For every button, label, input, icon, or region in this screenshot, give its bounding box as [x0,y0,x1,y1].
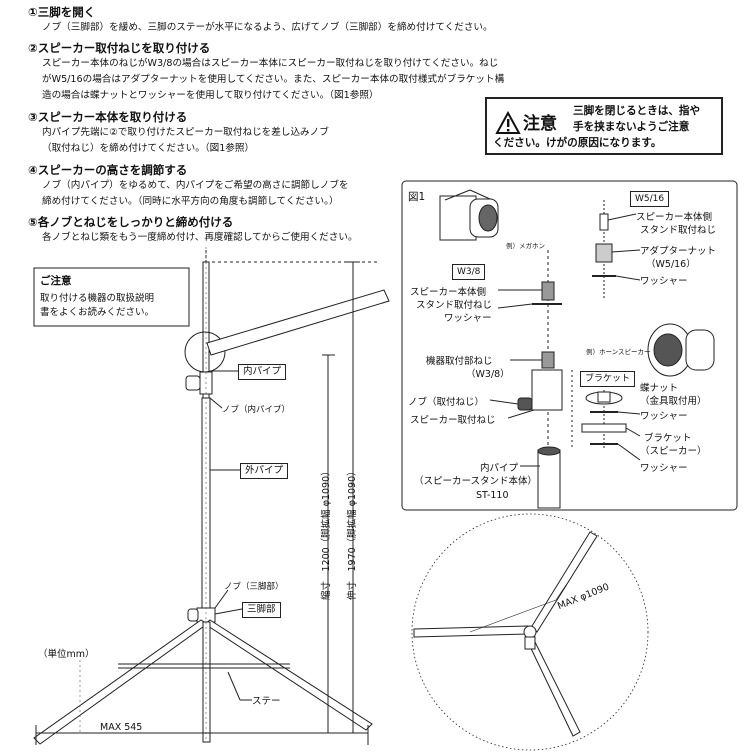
fig1-bracket-sp-a: ブラケット [644,433,692,444]
horn-speaker-image [647,323,715,377]
label-knob-tripod: ノブ（三脚部） [224,582,284,592]
fig1-inner-pipe-b: （スピーカースタンド本体） [414,476,538,487]
speaker-bar [206,289,390,356]
fig1-stand-screw-b: スタンド取付ねじ [640,225,717,236]
fig1-device-screw-a: 機器取付部ねじ [426,356,493,367]
step-3-text-2: （取付ねじ）を締め付けてください。（図1参照） [42,143,255,154]
label-unit: （単位mm） [38,649,95,660]
notice-line-2: 書をよくお読みください。 [40,307,155,318]
fig1-left-washer: ワッシャー [444,313,492,324]
fig1-adapter-a: アダプターナット [640,246,717,257]
step-1-title: ①三脚を開く [28,5,96,19]
top-leg-upper [531,531,598,633]
center-rod [202,621,211,743]
step-2-title: ②スピーカー取付ねじを取り付ける [28,41,211,55]
step-2-text-3: 造の場合は蝶ナットとワッシャーを使用して取り付けてください。（図1参照） [42,90,379,101]
step-1-text: ノブ（三脚部）を緩め、三脚のステーが水平になるよう、広げてノブ（三脚部）を締め付… [42,22,493,33]
fig1-w516-box: W5/16 [630,191,670,207]
fig1-wing-nut-b: （金具取付用） [640,396,707,407]
warning-line-3: ください。けがの原因になります。 [493,137,662,149]
label-stay: ステー [252,696,281,707]
fig1-inner-pipe-a: 内パイプ [480,463,519,474]
label-tripod: 三脚部 [242,602,281,618]
step-3-text-1: 内パイプ先端に②で取り付けたスピーカー取付ねじを差し込みノブ [42,127,329,138]
fig1-model: ST-110 [476,490,509,501]
warning-line-1: 三脚を閉じるときは、指や [573,105,701,117]
fig1-bracket-sp-b: （スピーカー） [640,446,707,457]
label-inner-pipe: 内パイプ [238,364,287,380]
step-2-text-2: がW5/16の場合はアダプターナットを使用してください。また、スピーカー本体の取… [42,74,505,85]
figure-1-frame [401,180,738,511]
fig1-w38-box: W3/8 [452,264,486,280]
fig1-title: 図1 [408,191,426,203]
step-5-text: 各ノブとねじ類をもう一度締め付け、再度確認してからご使用ください。 [42,232,358,243]
fig1-speaker-screw: スピーカー取付ねじ [410,415,496,426]
top-leg-lower [525,635,581,737]
fig1-left-stand-b: スタンド取付ねじ [416,300,493,311]
warning-triangle-icon [495,111,521,134]
fig1-adapter-b: （W5/16） [646,259,696,270]
fig1-wing-nut-a: 蝶ナット [640,383,679,394]
notice-title: ご注意 [40,275,72,287]
fig1-washer2: ワッシャー [640,411,688,422]
step-5-title: ⑤各ノブとねじをしっかりと締め付ける [28,215,234,229]
fig1-horn-caption: 例）ホーンスピーカー [586,348,651,356]
megaphone-image [439,189,499,241]
fig1-left-stand-a: スピーカー本体側 [410,287,487,298]
step-4-text-2: 締め付けてください。（同時に水平方向の角度も調節してください。） [42,196,339,207]
step-2-text-1: スピーカー本体のねじがW3/8の場合はスピーカー本体にスピーカー取付ねじを取り付… [42,58,499,69]
label-knob-inner: ノブ（内パイプ） [222,405,291,415]
fig1-washer3: ワッシャー [640,463,688,474]
fig1-stand-screw-a: スピーカー本体側 [636,212,713,223]
label-max-width: MAX 545 [100,722,143,733]
step-3-title: ③スピーカー本体を取り付ける [28,110,188,124]
fig1-bracket-box: ブラケット [580,371,636,387]
step-4-text-1: ノブ（内パイプ）をゆるめて、内パイプをご希望の高さに調節しノブを [42,180,349,191]
fig1-washer: ワッシャー [640,276,688,287]
fig1-device-screw-b: （W3/8） [466,369,510,380]
label-outer-pipe: 外パイプ [240,463,289,479]
fig1-knob-screw: ノブ（取付ねじ） [408,397,485,408]
warning-heading: 注意 [523,114,557,134]
warning-line-2: 手を挟まないようご注意 [573,121,690,133]
fig1-megaphone-caption: 例）メガホン [506,242,545,250]
notice-line-1: 取り付ける機器の取扱説明 [40,293,155,304]
notice-box [33,267,190,327]
warning-box: 注意 三脚を閉じるときは、指や 手を挟まないようご注意 ください。けがの原因にな… [485,97,723,155]
leg-span-circle [411,513,649,751]
step-4-title: ④スピーカーの高さを調節する [28,163,188,177]
